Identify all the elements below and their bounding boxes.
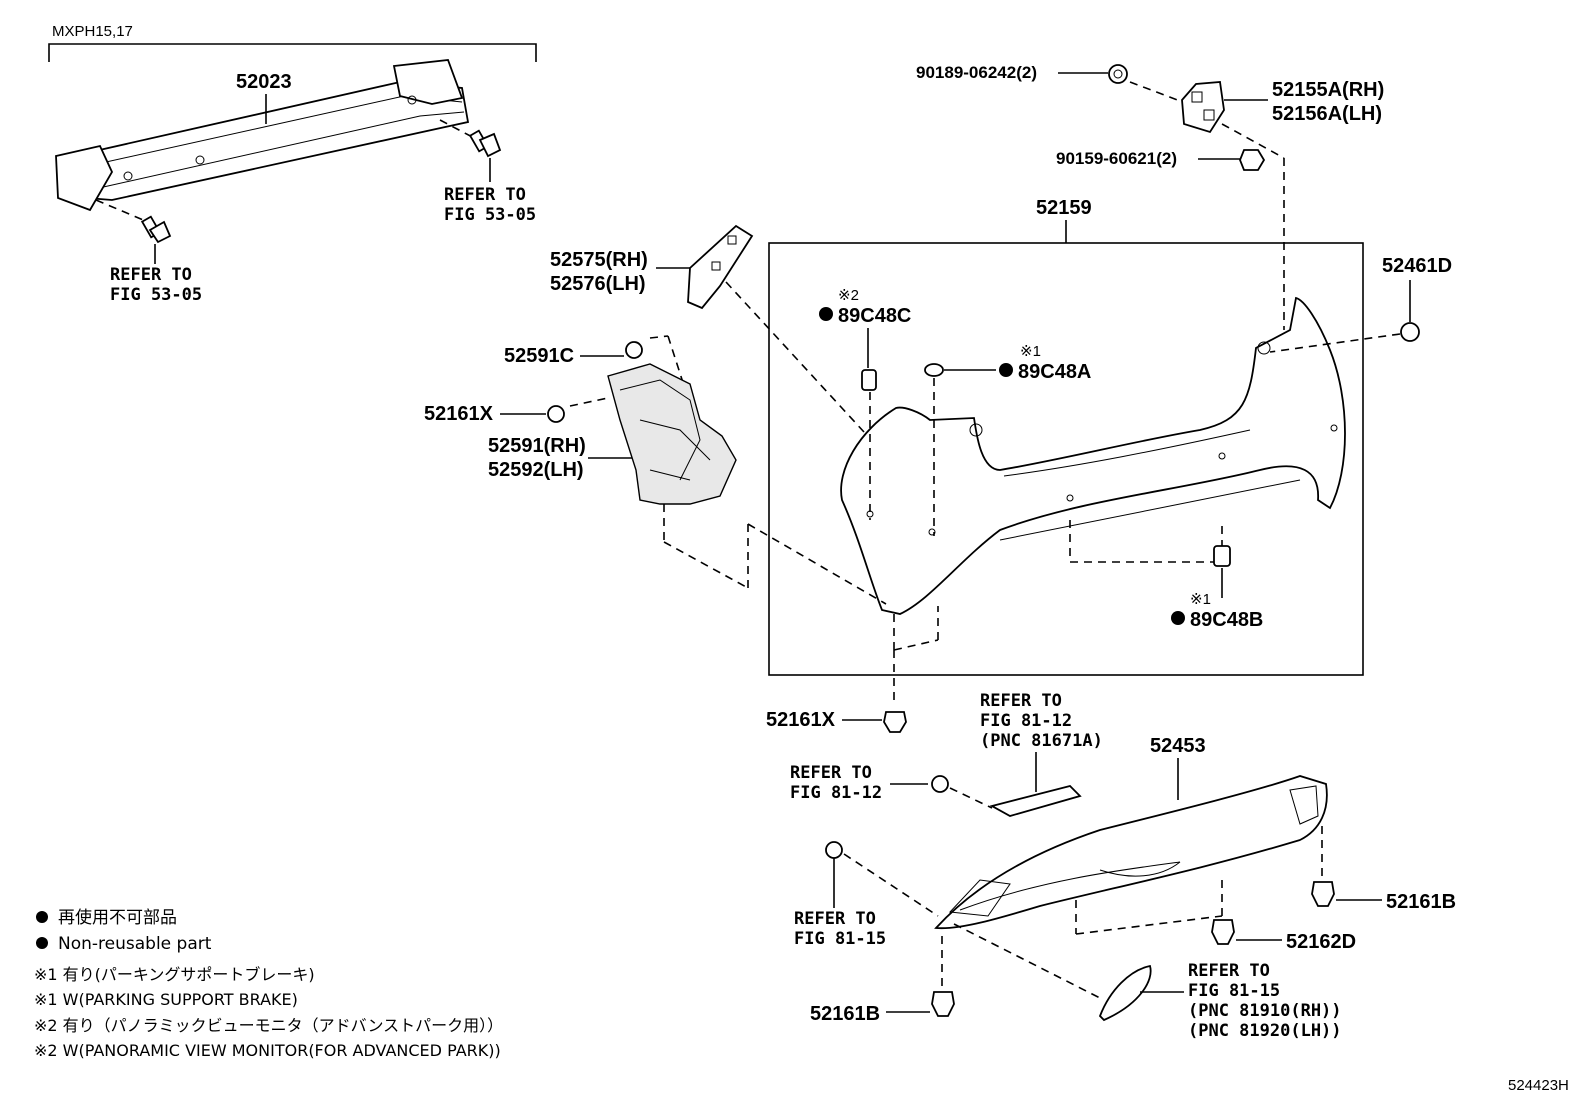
label-52592: 52592(LH) xyxy=(488,459,584,481)
bullet-dot-icon xyxy=(36,937,48,949)
bolt-icon xyxy=(825,841,843,859)
cap-icon xyxy=(1400,322,1420,342)
label-52155a: 52155A(RH) xyxy=(1272,79,1384,101)
mark1-89c48b: ※1 xyxy=(1190,591,1211,608)
label-90159: 90159-60621(2) xyxy=(1056,149,1177,168)
label-90189: 90189-06242(2) xyxy=(916,63,1037,82)
clip-icon xyxy=(883,711,907,733)
clip-icon xyxy=(1213,545,1231,567)
bracket-52155a[interactable] xyxy=(1181,81,1225,134)
label-52591c: 52591C xyxy=(504,345,574,367)
refer-8115a-line1: REFER TO xyxy=(794,909,876,929)
refer-mid-line2: FIG 53-05 xyxy=(444,205,536,225)
refer-8112a-line1: REFER TO xyxy=(980,691,1062,711)
model-bracket-label: MXPH15,17 xyxy=(52,23,133,40)
clip-icon xyxy=(1211,919,1235,945)
mark1-89c48a: ※1 xyxy=(1020,343,1041,360)
clip-icon xyxy=(625,341,643,359)
mark2-89c48c: ※2 xyxy=(838,287,859,304)
bolt-icon xyxy=(439,119,502,158)
refer-8112b-line2: FIG 81-12 xyxy=(790,783,882,803)
clip-icon xyxy=(931,991,955,1017)
bullet-dot-icon xyxy=(36,911,48,923)
bolt-icon xyxy=(95,199,172,244)
refer-left-line2: FIG 53-05 xyxy=(110,285,202,305)
bumper-reinforcement-52023[interactable] xyxy=(55,59,470,212)
legend-note1-en: ※1 W(PARKING SUPPORT BRAKE) xyxy=(34,990,298,1009)
bullet-dot-icon xyxy=(999,363,1013,377)
refer-mid-line1: REFER TO xyxy=(444,185,526,205)
refer-8115b-line1: REFER TO xyxy=(1188,961,1270,981)
model-bracket: MXPH15,17 xyxy=(48,23,537,62)
refer-8115a-line2: FIG 81-15 xyxy=(794,929,886,949)
label-52159: 52159 xyxy=(1036,197,1092,219)
refer-left-line1: REFER TO xyxy=(110,265,192,285)
label-89c48b: 89C48B xyxy=(1190,609,1263,631)
refer-8112a-line2: FIG 81-12 xyxy=(980,711,1072,731)
clip-icon xyxy=(1311,881,1335,907)
refer-8115b-line2: FIG 81-15 xyxy=(1188,981,1280,1001)
legend-en-nonreusable: Non-reusable part xyxy=(58,934,212,954)
label-52575: 52575(RH) xyxy=(550,249,648,271)
refer-8115b-line4: (PNC 81920(LH)) xyxy=(1188,1021,1342,1041)
figure-id: 524423H xyxy=(1508,1077,1569,1094)
refer-8115b-line3: (PNC 81910(RH)) xyxy=(1188,1001,1342,1021)
label-89c48a: 89C48A xyxy=(1018,361,1091,383)
label-52576: 52576(LH) xyxy=(550,273,646,295)
bullet-dot-icon xyxy=(819,307,833,321)
refer-8112a-line3: (PNC 81671A) xyxy=(980,731,1103,751)
rear-diffuser-52453[interactable] xyxy=(934,775,1328,930)
label-52156a: 52156A(LH) xyxy=(1272,103,1382,125)
legend-note2-jp: ※2 有り（パノラミックビューモニタ（アドバンストパーク用）） xyxy=(34,1016,503,1035)
legend: 再使用不可部品 Non-reusable part ※1 有り(パーキングサポー… xyxy=(34,907,503,1060)
bolt-icon xyxy=(931,775,949,793)
label-52161b-b: 52161B xyxy=(810,1003,880,1025)
refer-8112b-line1: REFER TO xyxy=(790,763,872,783)
clip-icon xyxy=(547,405,565,423)
label-52161b-a: 52161B xyxy=(1386,891,1456,913)
legend-note2-en: ※2 W(PANORAMIC VIEW MONITOR(FOR ADVANCED… xyxy=(34,1041,501,1060)
bumper-cover-52159[interactable] xyxy=(840,296,1346,615)
label-52023: 52023 xyxy=(236,71,292,93)
bumper-cover-box xyxy=(768,242,1364,676)
reflector-81671a xyxy=(989,785,1082,817)
bullet-dot-icon xyxy=(1171,611,1185,625)
nut-icon xyxy=(1108,64,1128,84)
legend-note1-jp: ※1 有り(パーキングサポートブレーキ) xyxy=(34,965,315,984)
label-52162d: 52162D xyxy=(1286,931,1356,953)
label-52161x-b: 52161X xyxy=(766,709,836,731)
label-52461d: 52461D xyxy=(1382,255,1452,277)
side-retainer-52575[interactable] xyxy=(687,224,754,310)
clip-icon xyxy=(924,363,944,377)
side-reflector-81910 xyxy=(1098,964,1152,1022)
label-52161x-a: 52161X xyxy=(424,403,494,425)
label-52453: 52453 xyxy=(1150,735,1206,757)
clip-icon xyxy=(861,369,877,391)
label-52591: 52591(RH) xyxy=(488,435,586,457)
splash-shield-52591[interactable] xyxy=(607,363,737,505)
legend-jp-nonreusable: 再使用不可部品 xyxy=(58,907,177,928)
nut-icon xyxy=(1239,149,1266,171)
label-89c48c: 89C48C xyxy=(838,305,911,327)
